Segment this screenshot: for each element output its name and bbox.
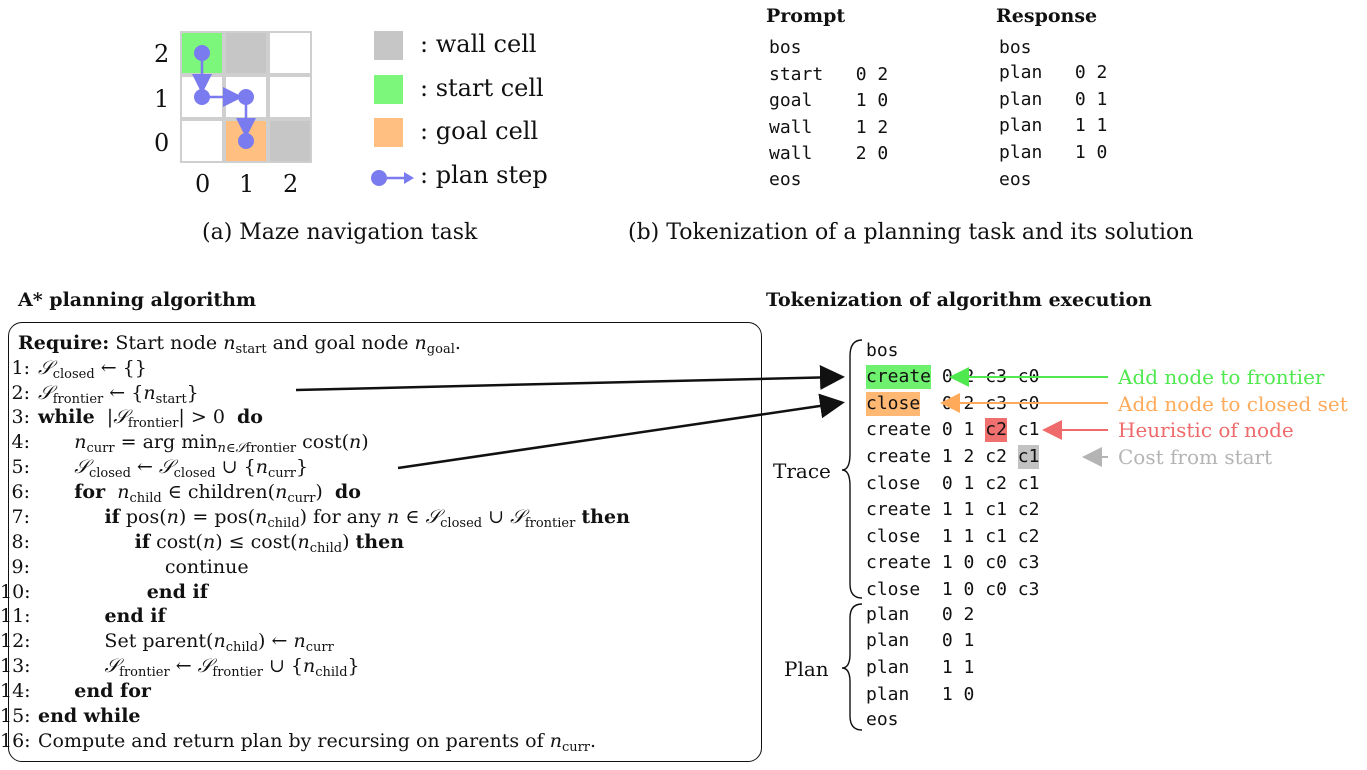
maze-empty-cell — [268, 75, 312, 119]
trace-row: create 0 1 c2 c1 — [866, 418, 1040, 442]
response-token-line: bos — [999, 37, 1032, 58]
prompt-token-line: wall 2 0 — [769, 143, 889, 164]
trace-row: close 1 1 c1 c2 — [866, 526, 1040, 547]
arrow-frontier-line — [295, 364, 845, 392]
trace-row: close 1 0 c0 c3 — [866, 579, 1040, 600]
algorithm-title: A* planning algorithm — [18, 289, 257, 311]
prompt-token-line: eos — [769, 169, 802, 190]
plan-row: plan 0 1 — [866, 630, 975, 651]
maze-plan-path — [192, 45, 256, 149]
response-token-line: plan 0 2 — [999, 62, 1108, 83]
legend-plan-label: : plan step — [420, 161, 548, 189]
plan-row: plan 0 2 — [866, 604, 975, 625]
caption-a: (a) Maze navigation task — [202, 220, 478, 245]
legend-goal-label: : goal cell — [420, 117, 539, 145]
annotation-heuristic: Heuristic of node — [1118, 418, 1294, 442]
legend-start-label: : start cell — [420, 74, 544, 102]
maze-y-label: 0 — [154, 129, 170, 157]
algorithm-line: 7: if pos(n) = pos(nchild) for any n ∈ 𝒮… — [11, 506, 630, 531]
maze-empty-cell — [268, 31, 312, 75]
heuristic-highlight: c2 — [985, 418, 1007, 442]
annotation-frontier: Add node to frontier — [1118, 365, 1325, 389]
response-token-line: plan 0 1 — [999, 89, 1108, 110]
maze-x-label: 0 — [195, 170, 211, 198]
trace-plan-braces — [842, 339, 863, 731]
algorithm-require: Require: Start node nstart and goal node… — [18, 332, 461, 357]
algorithm-line: 8: if cost(n) ≤ cost(nchild) then — [11, 531, 405, 556]
trace-row: create 1 2 c2 c1 — [866, 445, 1040, 469]
legend-wall-swatch — [374, 31, 403, 60]
arrow-closed-line — [397, 393, 845, 470]
plan-eos: eos — [866, 709, 899, 730]
prompt-header: Prompt — [766, 5, 846, 27]
annotation-closed: Add node to closed set — [1118, 392, 1348, 416]
maze-y-label: 2 — [154, 40, 170, 68]
annotation-cost: Cost from start — [1118, 445, 1273, 469]
maze-x-label: 1 — [239, 170, 255, 198]
algorithm-line: 11: end if — [0, 605, 166, 627]
response-token-line: plan 1 1 — [999, 115, 1108, 136]
response-token-line: eos — [999, 169, 1032, 190]
maze-x-label: 2 — [283, 170, 299, 198]
algorithm-line: 1:𝒮closed ← {} — [11, 357, 147, 382]
maze-y-label: 1 — [154, 85, 170, 113]
prompt-token-line: wall 1 2 — [769, 117, 889, 138]
algorithm-box — [8, 322, 762, 762]
prompt-token-line: bos — [769, 37, 802, 58]
plan-label: Plan — [784, 657, 829, 681]
caption-b: (b) Tokenization of a planning task and … — [628, 220, 1194, 245]
trace-cmd-highlight: close — [866, 392, 921, 416]
response-header: Response — [996, 5, 1098, 27]
trace-row: close 0 1 c2 c1 — [866, 473, 1040, 494]
trace-row: create 1 1 c1 c2 — [866, 499, 1040, 520]
maze-empty-cell — [180, 119, 224, 163]
plan-row: plan 1 0 — [866, 684, 975, 705]
algorithm-line: 14: end for — [0, 680, 151, 702]
maze-wall-cell — [224, 31, 268, 75]
algorithm-line: 4: ncurr = arg minn∈𝒮frontier cost(n) — [11, 431, 369, 456]
cost-highlight: c1 — [1017, 445, 1040, 469]
legend-goal-swatch — [374, 118, 403, 147]
legend-start-swatch — [374, 75, 403, 104]
trace-row: create 1 0 c0 c3 — [866, 552, 1040, 573]
prompt-token-line: goal 1 0 — [769, 90, 889, 111]
algorithm-line: 5: 𝒮closed ← 𝒮closed ∪ {ncurr} — [11, 456, 309, 481]
execution-title: Tokenization of algorithm execution — [766, 289, 1152, 311]
algorithm-line: 10: end if — [0, 581, 208, 603]
plan-row: plan 1 1 — [866, 657, 975, 678]
trace-label: Trace — [773, 459, 831, 483]
algorithm-line: 3:while |𝒮frontier| > 0 do — [11, 406, 263, 431]
algorithm-line: 12: Set parent(nchild) ← ncurr — [0, 630, 334, 655]
legend-wall-label: : wall cell — [420, 30, 537, 58]
algorithm-line: 13: 𝒮frontier ← 𝒮frontier ∪ {nchild} — [0, 655, 360, 680]
trace-cmd-highlight: create — [866, 365, 932, 389]
maze-wall-cell — [268, 119, 312, 163]
algorithm-line: 16:Compute and return plan by recursing … — [0, 730, 597, 755]
algorithm-line: 9: continue — [11, 556, 249, 578]
algorithm-line: 2:𝒮frontier ← {nstart} — [11, 382, 199, 407]
algorithm-line: 15:end while — [0, 705, 141, 727]
legend-plan-step-icon — [371, 170, 414, 186]
response-token-line: plan 1 0 — [999, 142, 1108, 163]
algorithm-line: 6: for nchild ∈ children(ncurr) do — [11, 481, 361, 506]
prompt-token-line: start 0 2 — [769, 64, 889, 85]
trace-bos: bos — [866, 340, 899, 361]
